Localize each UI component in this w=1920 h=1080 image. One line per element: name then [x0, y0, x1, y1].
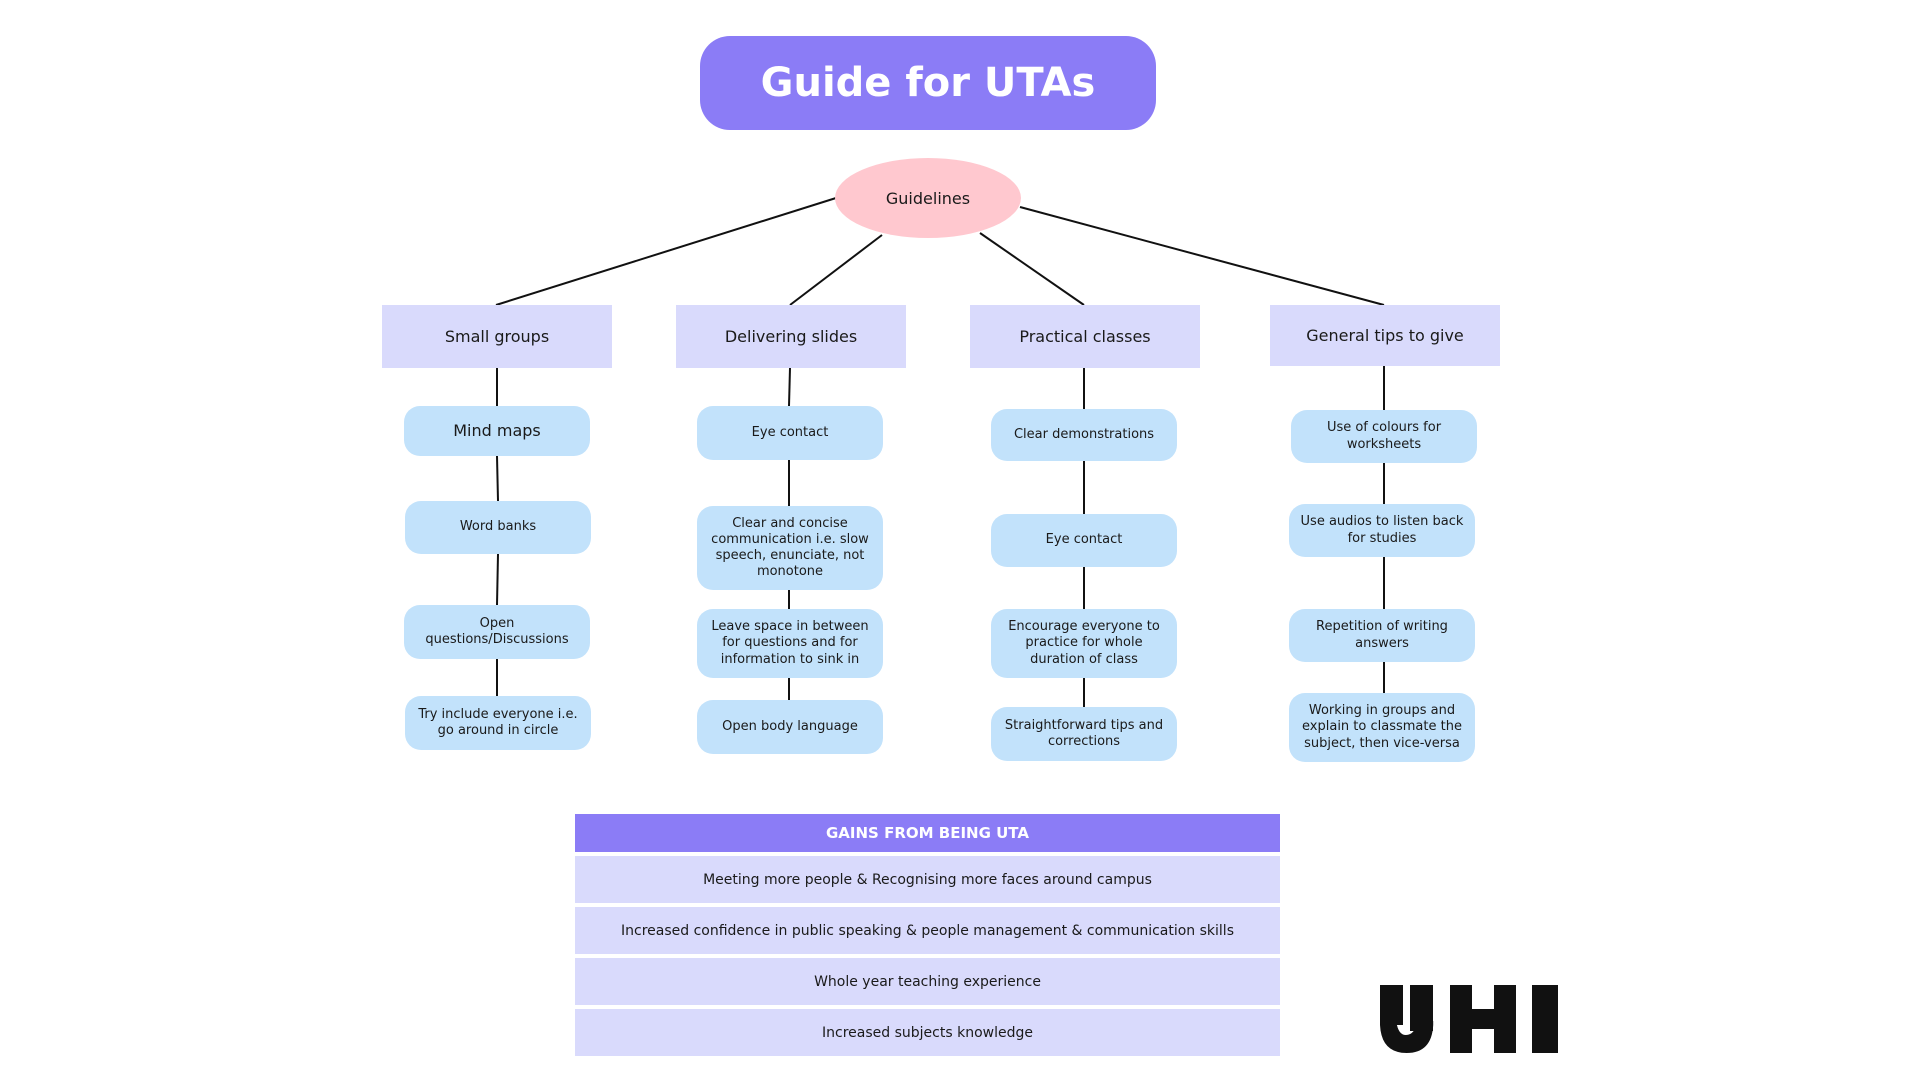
tip-colours-worksheets: Use of colours for worksheets	[1291, 410, 1477, 463]
tip-repetition: Repetition of writing answers	[1289, 609, 1475, 662]
connector	[496, 553, 499, 606]
tip-open-questions: Open questions/Discussions	[404, 605, 590, 659]
tip-mind-maps: Mind maps	[404, 406, 590, 456]
connector	[789, 234, 883, 306]
connector	[496, 455, 499, 502]
category-general-tips: General tips to give	[1270, 305, 1500, 366]
connector	[979, 232, 1085, 306]
tip-eye-contact-practical: Eye contact	[991, 514, 1177, 567]
tip-word-banks: Word banks	[405, 501, 591, 554]
tip-straightforward-tips: Straightforward tips and corrections	[991, 707, 1177, 761]
gains-table: GAINS FROM BEING UTA Meeting more people…	[575, 814, 1280, 1056]
tip-working-in-groups: Working in groups and explain to classma…	[1289, 693, 1475, 762]
tip-eye-contact: Eye contact	[697, 406, 883, 460]
category-delivering-slides: Delivering slides	[676, 305, 906, 368]
tip-encourage-everyone: Encourage everyone to practice for whole…	[991, 609, 1177, 678]
gain-row: Increased confidence in public speaking …	[575, 907, 1280, 954]
category-practical-classes: Practical classes	[970, 305, 1200, 368]
uhi-logo	[1380, 985, 1558, 1053]
gains-header: GAINS FROM BEING UTA	[575, 814, 1280, 852]
gain-row: Increased subjects knowledge	[575, 1009, 1280, 1056]
page-title: Guide for UTAs	[700, 36, 1156, 130]
gain-row: Meeting more people & Recognising more f…	[575, 856, 1280, 903]
tip-leave-space: Leave space in between for questions and…	[697, 609, 883, 678]
tip-clear-communication: Clear and concise communication i.e. slo…	[697, 506, 883, 590]
connector	[788, 367, 791, 407]
tip-audios: Use audios to listen back for studies	[1289, 504, 1475, 557]
gain-row: Whole year teaching experience	[575, 958, 1280, 1005]
connector	[495, 197, 837, 306]
tip-clear-demonstrations: Clear demonstrations	[991, 409, 1177, 461]
connector	[1019, 206, 1385, 306]
tip-open-body-language: Open body language	[697, 700, 883, 754]
tip-include-everyone: Try include everyone i.e. go around in c…	[405, 696, 591, 750]
category-small-groups: Small groups	[382, 305, 612, 368]
root-node-guidelines: Guidelines	[835, 158, 1021, 238]
